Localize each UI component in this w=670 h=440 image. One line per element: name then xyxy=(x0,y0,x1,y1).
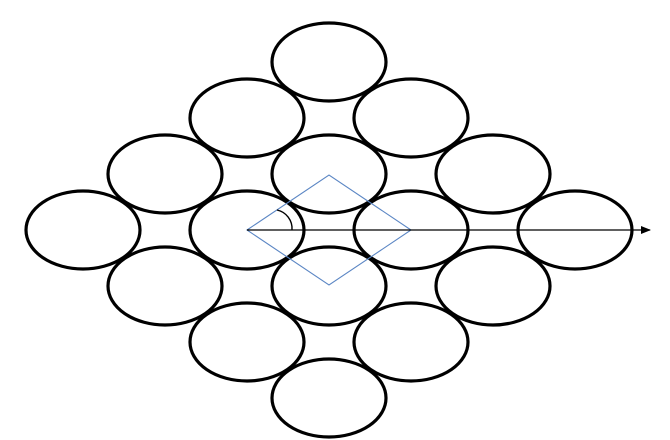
lattice-ellipse xyxy=(24,189,142,271)
lattice-ellipse xyxy=(352,301,470,383)
lattice-ellipse xyxy=(270,245,388,327)
lattice-ellipse xyxy=(270,357,388,439)
lattice-ellipse xyxy=(270,21,388,103)
lattice-ellipse xyxy=(270,133,388,215)
lattice-ellipse xyxy=(434,133,552,215)
lattice-ellipse xyxy=(434,245,552,327)
angle-arc-marker xyxy=(276,209,293,231)
lattice-ellipse xyxy=(188,301,306,383)
lattice-ellipse xyxy=(106,133,224,215)
lattice-ellipse xyxy=(352,77,470,159)
lattice-ellipse xyxy=(106,245,224,327)
lattice-ellipse xyxy=(188,77,306,159)
